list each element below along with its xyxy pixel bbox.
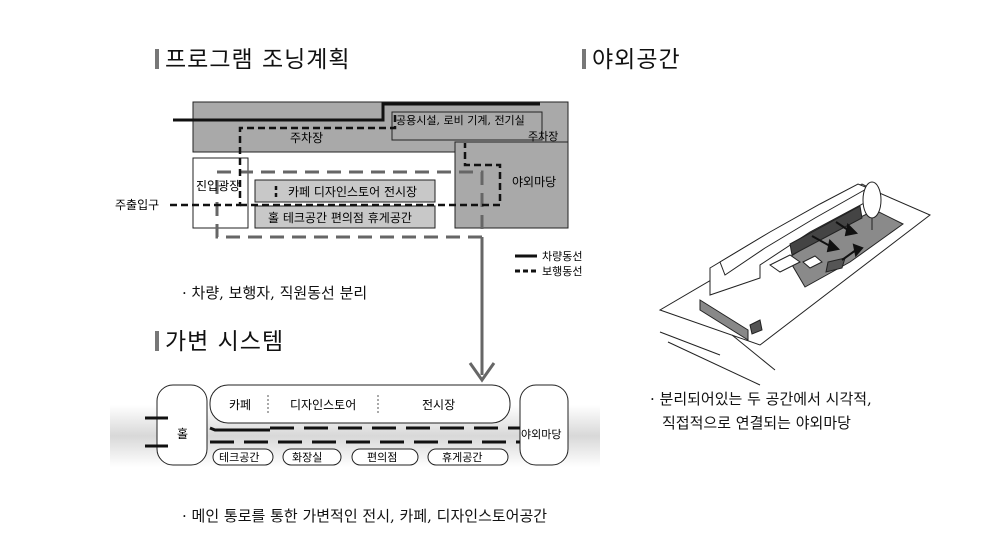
- program-zoning-heading: 프로그램 조닝계획: [155, 40, 351, 74]
- outdoor-yard-label: 야외마당: [512, 175, 556, 189]
- outdoor-yard-box: [519, 384, 569, 466]
- program-zoning-title: 프로그램 조닝계획: [165, 47, 351, 73]
- tech-label: 테크공간: [219, 451, 259, 464]
- hall-box: [156, 384, 208, 466]
- lounge-label: 휴게공간: [442, 451, 482, 464]
- exhibit-row-label: 카페 디자인스토어 전시장: [288, 185, 417, 199]
- pedestrian-route-main: [170, 112, 397, 207]
- legend-vehicle-label: 차량동선: [542, 250, 582, 263]
- connector-arrowhead: [468, 362, 496, 383]
- heading-bar: [155, 49, 159, 69]
- lounge-box: [427, 448, 509, 466]
- outdoor-arrows: [811, 221, 864, 261]
- heading-bar: [582, 49, 586, 69]
- facility-label: 공용시설, 로비 기계, 전기실: [396, 114, 525, 127]
- restroom-box: [282, 448, 342, 466]
- store-label: 편의점: [367, 451, 397, 464]
- heading-bar: [155, 331, 159, 351]
- hall-label: 홀: [177, 427, 188, 441]
- zoning-note: · 차량, 보행자, 직원동선 분리: [182, 284, 368, 302]
- pedestrian-route-yard: [240, 143, 502, 207]
- design-store-label: 디자인스토어: [290, 398, 356, 412]
- outdoor-axonometric: [658, 181, 931, 386]
- exhibition-label: 전시장: [422, 398, 455, 412]
- restroom-label: 화장실: [292, 451, 322, 464]
- legend-pedestrian-label: 보행동선: [542, 265, 582, 278]
- outdoor-note-line2: 직접적으로 연결되는 야외마당: [662, 414, 851, 432]
- exhibit-row-zone: [254, 179, 436, 203]
- outdoor-yard-zone: [454, 141, 569, 229]
- facility-zone: [391, 111, 543, 141]
- variable-system-heading: 가변 시스템: [155, 322, 284, 356]
- outdoor-space-title: 야외공간: [592, 47, 681, 73]
- tech-box: [212, 448, 274, 466]
- parking-label: 주차장: [290, 131, 323, 145]
- variable-note: · 메인 통로를 통한 가변적인 전시, 카페, 디자인스토어공간: [182, 507, 548, 525]
- cafe-label: 카페: [229, 398, 251, 412]
- corridor-line: [209, 426, 270, 432]
- store-box: [351, 448, 419, 466]
- exhibit-box: [209, 384, 511, 424]
- variable-system-title: 가변 시스템: [165, 329, 285, 355]
- outdoor-yard-label: 야외마당: [521, 428, 561, 441]
- entrance-label: 주출입구: [115, 198, 159, 212]
- entrance-plaza-label: 진입광장: [196, 179, 240, 193]
- service-row-label: 홀 테크공간 편의점 휴게공간: [268, 211, 412, 225]
- outdoor-space-heading: 야외공간: [582, 40, 681, 74]
- outdoor-note-line1: · 분리되어있는 두 공간에서 시각적,: [650, 390, 872, 408]
- parking-right-label: 주차장: [528, 130, 558, 143]
- vehicle-route: [173, 102, 540, 122]
